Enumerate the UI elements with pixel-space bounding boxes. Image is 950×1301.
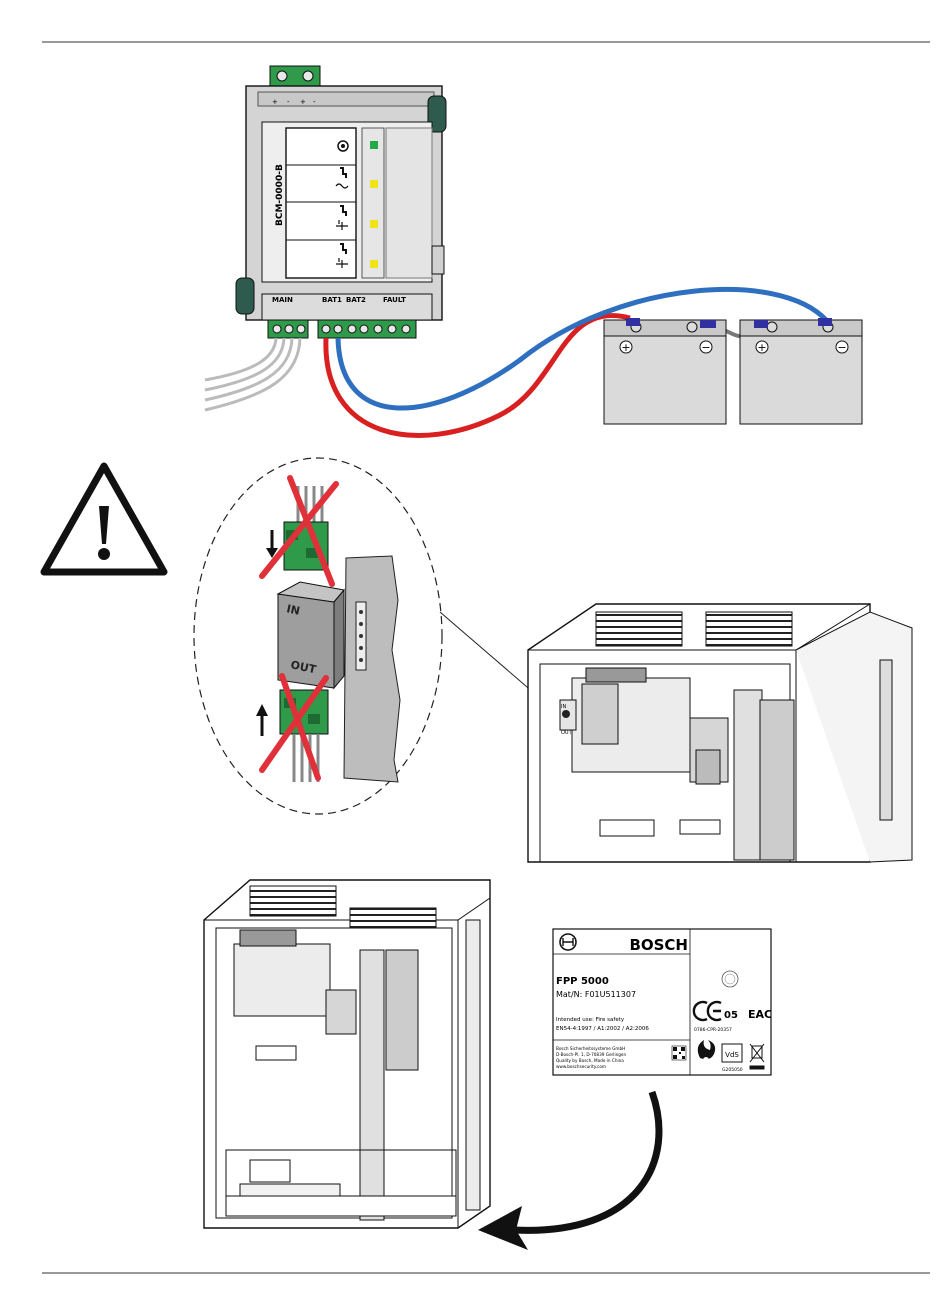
- positive-battery-cable: [323, 313, 631, 438]
- enclosure-open-view: IN OUT: [527, 603, 913, 863]
- terminal-group-fault: FAULT: [383, 296, 406, 304]
- do-not-crossmark-lower: [259, 673, 329, 781]
- top-sign-1: +: [272, 98, 278, 106]
- enclosure-full-view: [203, 879, 491, 1229]
- fault-led-1: [370, 180, 378, 188]
- label-standards: EN54-4:1997 / A1:2002 / A2:2006: [556, 1026, 649, 1032]
- do-not-crossmark-upper: [259, 475, 339, 587]
- top-sign-2: -: [287, 98, 290, 106]
- battery-1: + −: [603, 318, 727, 425]
- label-maker-3: Quality by Bosch, Made in China: [556, 1058, 624, 1063]
- label-maker-2: D-Bosch-Pl. 1, D-70839 Gerlingen: [556, 1052, 626, 1057]
- qr-code-icon: [671, 1045, 687, 1061]
- terminal-group-bat2: BAT2: [346, 296, 366, 304]
- label-maker-1: Bosch Sicherheitssysteme GmbH: [556, 1046, 625, 1051]
- curved-arrow-icon: [478, 1090, 663, 1250]
- connector-detail-callout: IN OUT: [193, 457, 564, 815]
- label-mat-no: Mat/N: F01U511307: [556, 990, 636, 999]
- ce-mark-icon: [692, 1000, 722, 1022]
- main-terminal-block: [267, 319, 309, 339]
- terminal-group-main: MAIN: [272, 296, 293, 304]
- fm-seal-icon: [721, 970, 739, 988]
- fault-led-2: [370, 220, 378, 228]
- enclosure-1-in-label: IN: [561, 704, 566, 710]
- label-vds-number: G205050: [722, 1067, 743, 1073]
- battery-1-minus-sign: −: [701, 341, 710, 354]
- battery-controller-module: + - + - BCM-0000-B MAIN BAT1: [204, 65, 447, 412]
- label-ce-number: 05: [724, 1010, 738, 1021]
- top-sign-4: -: [313, 98, 316, 106]
- label-maker-4: www.boschsecurity.com: [556, 1064, 606, 1069]
- label-eac: EAC: [748, 1008, 772, 1021]
- fire-certification-icon: [697, 1040, 716, 1063]
- terminal-group-bat1: BAT1: [322, 296, 342, 304]
- weee-bin-icon: [749, 1043, 765, 1070]
- module-model-label: BCM-0000-B: [275, 164, 285, 226]
- warning-triangle-icon: [40, 462, 168, 576]
- battery-2-plus-sign: +: [757, 341, 766, 354]
- fault-led-3: [370, 260, 378, 268]
- enclosure-1-out-label: OUT: [561, 730, 573, 736]
- label-vds: VdS: [725, 1051, 739, 1059]
- connector-out-label: OUT: [289, 658, 317, 676]
- battery-1-plus-sign: +: [621, 341, 630, 354]
- top-terminal-block: [269, 65, 321, 87]
- label-cpr: 0786-CPR-20357: [694, 1027, 732, 1033]
- bat-terminal-blocks: [317, 319, 417, 339]
- label-intended-use: Intended use: Fire safety: [556, 1017, 625, 1023]
- connector-in-label: IN: [285, 602, 301, 617]
- battery-2-minus-sign: −: [837, 341, 846, 354]
- product-type-label: BOSCH FPP 5000 Mat/N: F01U511307 Intende…: [552, 928, 772, 1076]
- negative-battery-cable: [335, 287, 828, 411]
- power-led: [370, 141, 378, 149]
- mains-wires: [204, 337, 302, 412]
- label-brand: BOSCH: [629, 936, 688, 954]
- bosch-logo-icon: [559, 933, 577, 951]
- label-product: FPP 5000: [556, 976, 609, 987]
- top-sign-3: +: [300, 98, 306, 106]
- battery-2: + −: [739, 318, 863, 425]
